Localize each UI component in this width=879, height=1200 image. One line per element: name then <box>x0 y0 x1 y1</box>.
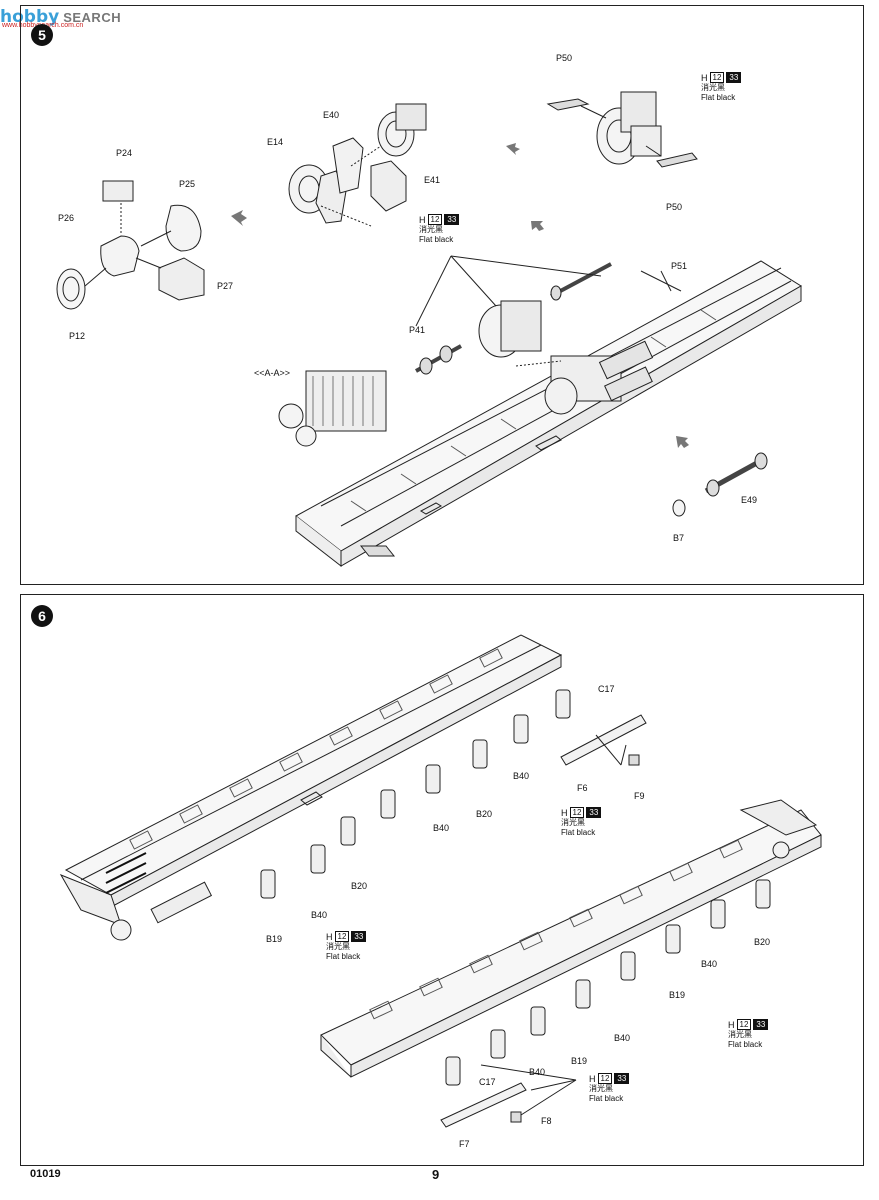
label-P50-bottom: P50 <box>666 202 682 212</box>
label-P25: P25 <box>179 179 195 189</box>
suspension-upper <box>260 689 571 899</box>
label-B40: B40 <box>513 771 529 781</box>
sub-assembly-motor <box>546 91 698 168</box>
footer-code: 01019 <box>30 1168 61 1180</box>
label-B7: B7 <box>673 533 684 543</box>
step-6-panel: 6 <box>20 594 864 1166</box>
page-number: 9 <box>432 1167 440 1182</box>
suspension-lower <box>445 879 771 1086</box>
watermark-text: SEARCH <box>63 9 122 25</box>
watermark-logo: hobby <box>0 7 60 27</box>
hull-upper <box>59 634 563 941</box>
label-P50-top: P50 <box>556 53 572 63</box>
step-6-diagram: C17 F6 F9 B40 B20 B40 B20 B40 B19 B20 B4… <box>59 634 822 1149</box>
label-P12: P12 <box>69 331 85 341</box>
label-F6: F6 <box>577 783 588 793</box>
step-5-number: 5 <box>31 24 53 46</box>
label-B40: B40 <box>433 823 449 833</box>
label-P41: P41 <box>409 325 425 335</box>
label-B40: B40 <box>701 959 717 969</box>
label-B40: B40 <box>614 1033 630 1043</box>
label-P27: P27 <box>217 281 233 291</box>
label-E14: E14 <box>267 137 283 147</box>
label-C17-bottom: C17 <box>479 1077 496 1087</box>
label-B40: B40 <box>529 1067 545 1077</box>
step-6-number: 6 <box>31 605 53 627</box>
label-P24: P24 <box>116 148 132 158</box>
label-B19: B19 <box>266 934 282 944</box>
label-B20: B20 <box>476 809 492 819</box>
hull-frame-step5 <box>278 255 802 568</box>
watermark: hobby SEARCH <box>0 3 121 31</box>
label-B20: B20 <box>754 937 770 947</box>
label-F7: F7 <box>459 1139 470 1149</box>
label-E41: E41 <box>424 175 440 185</box>
label-section-aa: <<A-A>> <box>254 368 290 378</box>
label-B19: B19 <box>571 1056 587 1066</box>
label-P51: P51 <box>671 261 687 271</box>
hull-lower <box>320 799 822 1078</box>
sub-assembly-p-parts <box>56 180 205 310</box>
step-5-diagram: P24 P25 P26 P27 P12 E40 E14 E41 P50 P50 … <box>56 53 802 568</box>
label-E40: E40 <box>323 110 339 120</box>
label-F9: F9 <box>634 791 645 801</box>
sub-assembly-e-parts <box>288 103 427 227</box>
label-B40: B40 <box>311 910 327 920</box>
label-B19: B19 <box>669 990 685 1000</box>
label-E49: E49 <box>741 495 757 505</box>
label-P26: P26 <box>58 213 74 223</box>
label-C17-top: C17 <box>598 684 615 694</box>
label-B20: B20 <box>351 881 367 891</box>
step-5-panel: 5 <box>20 5 864 585</box>
label-F8: F8 <box>541 1116 552 1126</box>
